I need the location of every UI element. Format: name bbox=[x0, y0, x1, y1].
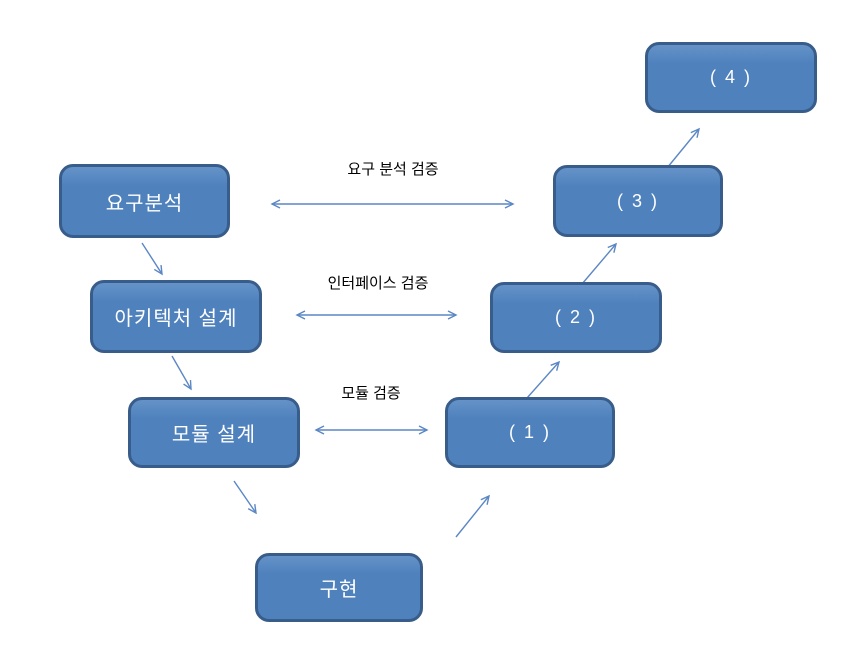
flow-arrow-blank3-to-blank4 bbox=[666, 127, 700, 169]
node-blank-3: ( 3 ) bbox=[553, 165, 723, 237]
flow-arrow-blank2-to-blank3 bbox=[581, 242, 618, 285]
node-requirements-analysis: 요구분석 bbox=[59, 164, 230, 238]
node-module-design: 모듈 설계 bbox=[128, 397, 300, 468]
node-implementation: 구현 bbox=[255, 553, 423, 622]
label-requirements-analysis-verification: 요구 분석 검증 bbox=[347, 161, 439, 178]
label-interface-verification: 인터페이스 검증 bbox=[327, 275, 429, 292]
label-module-verification: 모듈 검증 bbox=[341, 385, 401, 402]
node-blank-4: ( 4 ) bbox=[645, 42, 817, 113]
flow-arrow-implementation-to-blank1 bbox=[455, 494, 490, 538]
node-blank-1: ( 1 ) bbox=[445, 397, 615, 468]
flow-arrow-module-to-implementation bbox=[233, 480, 257, 515]
flow-arrow-architecture-to-module bbox=[171, 355, 192, 391]
node-architecture-design: 아키텍처 설계 bbox=[90, 280, 262, 353]
flow-arrow-requirements-to-architecture bbox=[141, 242, 163, 276]
node-blank-2: ( 2 ) bbox=[490, 282, 662, 353]
flow-arrow-blank1-to-blank2 bbox=[526, 360, 561, 399]
